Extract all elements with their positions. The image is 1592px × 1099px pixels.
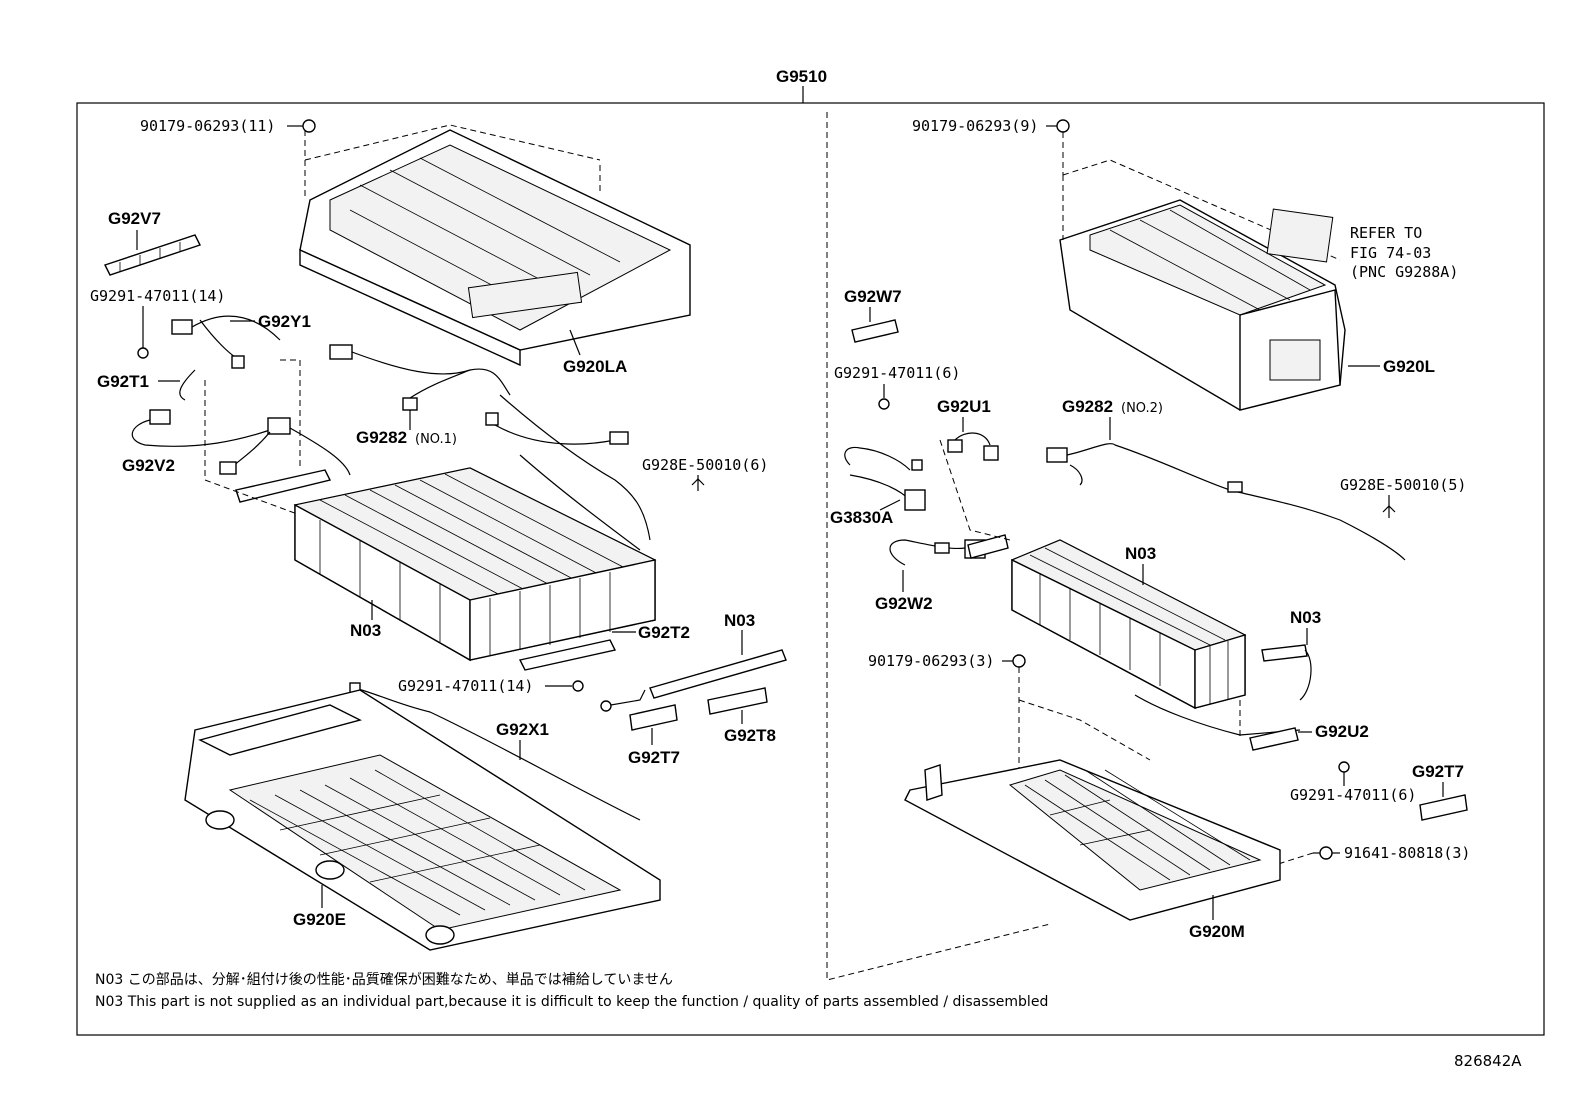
note-english: N03 This part is not supplied as an indi… xyxy=(95,994,1048,1010)
label-g920e: G920E xyxy=(293,910,346,929)
bolt-icon xyxy=(1319,846,1333,860)
refer-line-2: FIG 74-03 xyxy=(1350,244,1431,262)
bracket-g92v7 xyxy=(104,234,201,276)
harness-g92x1 xyxy=(354,687,641,821)
label-g92w7: G92W7 xyxy=(844,287,902,306)
label-clip-left-14: G9291-47011(14) xyxy=(90,287,225,305)
label-g9282-no2: G9282 xyxy=(1062,397,1113,416)
busbar-g92u2 xyxy=(1134,694,1301,736)
refer-plate xyxy=(1266,208,1334,263)
label-g92t2: G92T2 xyxy=(638,623,690,642)
diagram-id: 826842A xyxy=(1454,1052,1522,1070)
upper-case-g920la xyxy=(299,129,691,367)
bolt-icon xyxy=(302,119,316,133)
refer-line-1: REFER TO xyxy=(1350,224,1422,242)
label-g9282-no2-suffix: (NO.2) xyxy=(1121,401,1163,416)
label-g920m: G920M xyxy=(1189,922,1245,941)
bolt-icon xyxy=(1012,654,1026,668)
busbar-g92t2 xyxy=(518,639,617,671)
label-g920l: G920L xyxy=(1383,357,1435,376)
note-japanese: N03 この部品は、分解･組付け後の性能･品質確保が困難なため、単品では補給して… xyxy=(95,972,673,988)
bracket-g92t7-left xyxy=(629,704,678,731)
battery-module-n03-right xyxy=(1010,539,1247,710)
label-g92v7: G92V7 xyxy=(108,209,161,228)
assembly-label: G9510 xyxy=(776,67,827,86)
label-g92u2: G92U2 xyxy=(1315,722,1369,741)
clip-icon xyxy=(691,478,705,491)
busbar-left xyxy=(235,469,332,503)
bracket-g92t7-right xyxy=(1419,794,1468,821)
rod-n03-left xyxy=(649,649,787,699)
label-g920la: G920LA xyxy=(563,357,627,376)
label-clip-left-bottom: G9291-47011(14) xyxy=(398,677,533,695)
section-divider xyxy=(826,112,1051,981)
bracket-g92t8 xyxy=(707,687,768,715)
clip-icon xyxy=(1382,505,1396,518)
label-bolt-916: 91641-80818(3) xyxy=(1344,844,1470,862)
lower-tray-g920m xyxy=(904,759,1281,921)
label-g92t1: G92T1 xyxy=(97,372,149,391)
label-g92u1: G92U1 xyxy=(937,397,991,416)
clip-icon xyxy=(572,680,584,692)
label-g92x1: G92X1 xyxy=(496,720,549,739)
label-n03-left: N03 xyxy=(350,621,381,640)
bolt-icon xyxy=(1056,119,1070,133)
label-bolt-right-mid: 90179-06293(3) xyxy=(868,652,994,670)
label-g928e-left: G928E-50010(6) xyxy=(642,456,768,474)
label-g92w2: G92W2 xyxy=(875,594,933,613)
label-bolt-left-top: 90179-06293(11) xyxy=(140,117,275,135)
label-g928e-right: G928E-50010(5) xyxy=(1340,476,1466,494)
label-g3830a: G3830A xyxy=(830,508,893,527)
label-n03-right: N03 xyxy=(1125,544,1156,563)
harness-g92u1 xyxy=(947,432,999,461)
label-n03-right-rod: N03 xyxy=(1290,608,1321,627)
harness-g92y1 xyxy=(171,315,281,401)
lower-tray-g920e xyxy=(184,689,661,951)
label-g92v2: G92V2 xyxy=(122,456,175,475)
label-g92t8: G92T8 xyxy=(724,726,776,745)
clip-icon xyxy=(137,347,149,359)
rod-n03-right xyxy=(1261,644,1308,662)
label-g9282-no1-suffix: (NO.1) xyxy=(415,432,457,447)
clip-icon xyxy=(1338,761,1350,773)
clip-icon xyxy=(878,398,890,410)
label-clip-right-bottom: G9291-47011(6) xyxy=(1290,786,1416,804)
harness-g9282-no2 xyxy=(1046,443,1406,561)
label-g92t7-left: G92T7 xyxy=(628,748,680,767)
label-n03-left-rod: N03 xyxy=(724,611,755,630)
harness-g3830a xyxy=(844,446,926,511)
label-bolt-right-top: 90179-06293(9) xyxy=(912,117,1038,135)
label-g92t7-right: G92T7 xyxy=(1412,762,1464,781)
harness-g92v2 xyxy=(131,409,351,476)
battery-module-n03-left xyxy=(293,467,657,662)
diagram-frame xyxy=(76,102,1545,1036)
harness-g92w2 xyxy=(889,534,1009,566)
label-g9282-no1: G9282 xyxy=(356,428,407,447)
label-g92y1: G92Y1 xyxy=(258,312,311,331)
refer-line-3: (PNC G9288A) xyxy=(1350,263,1458,281)
bracket-g92w7 xyxy=(851,319,899,343)
harness-g9282-no1 xyxy=(329,344,651,551)
label-clip-right-6: G9291-47011(6) xyxy=(834,364,960,382)
